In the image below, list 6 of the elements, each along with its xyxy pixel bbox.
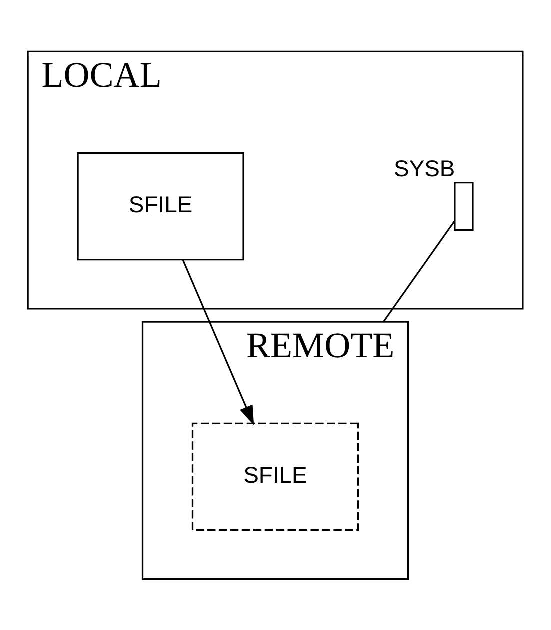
arrow	[182, 259, 254, 426]
node-box	[454, 181, 474, 231]
connector	[382, 220, 456, 322]
node-label: SYSB	[394, 155, 456, 182]
node-box: SFILE	[77, 152, 244, 260]
node-box: SFILE	[192, 422, 360, 530]
